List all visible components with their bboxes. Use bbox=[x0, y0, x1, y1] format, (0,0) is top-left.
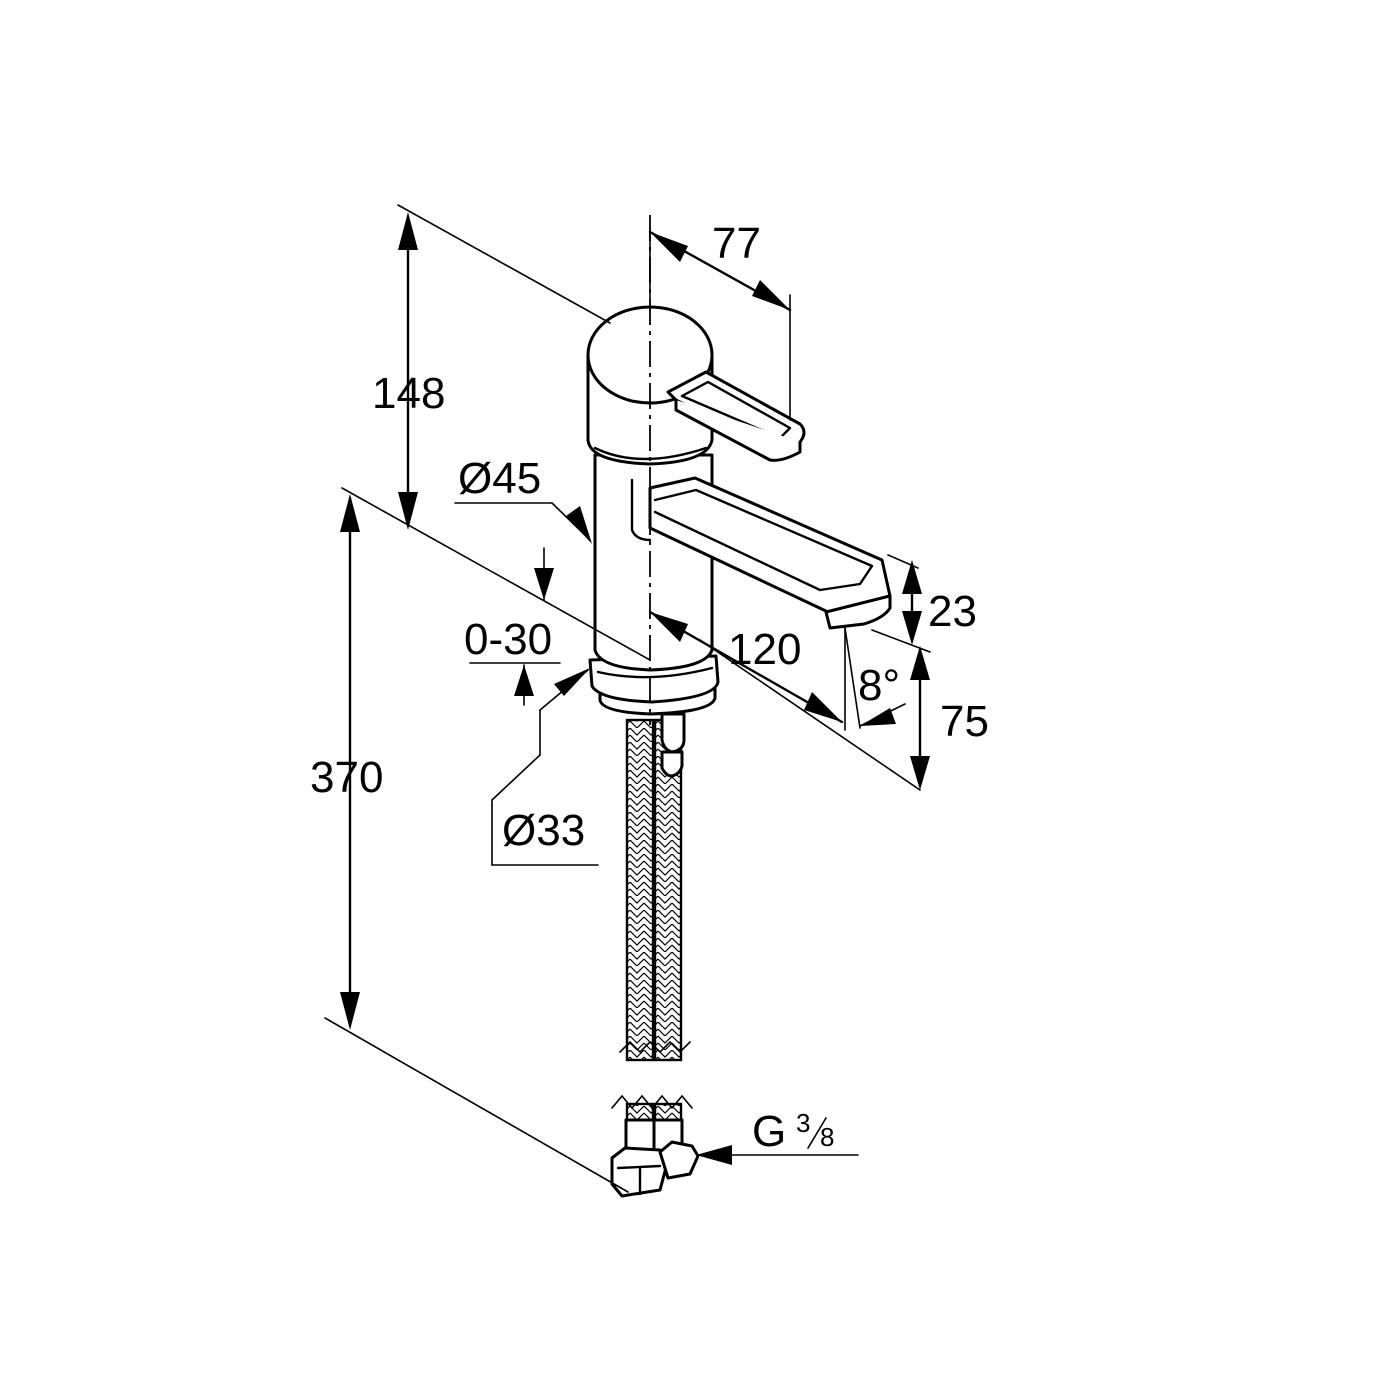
hose-fitting bbox=[610, 1118, 700, 1198]
dim-diameter-33: Ø33 bbox=[502, 806, 585, 855]
dim-deck-thickness: 0-30 bbox=[464, 615, 552, 664]
dim-thread-numerator: 3 bbox=[796, 1108, 810, 1138]
dim-148: 148 bbox=[372, 369, 445, 418]
dim-77: 77 bbox=[712, 219, 761, 268]
dim-75: 75 bbox=[940, 697, 989, 746]
spout bbox=[648, 476, 892, 630]
dim-8-degrees: 8° bbox=[858, 661, 900, 710]
dim-120: 120 bbox=[728, 625, 801, 674]
dim-thread-g: G bbox=[752, 1107, 786, 1156]
dimension-lines bbox=[324, 204, 931, 1193]
supply-hose-left bbox=[625, 718, 655, 1062]
faucet-body bbox=[586, 215, 892, 1198]
dim-thread-denominator: 8 bbox=[820, 1122, 834, 1152]
lever-handle bbox=[666, 370, 806, 462]
dim-diameter-45: Ø45 bbox=[458, 454, 541, 503]
dim-23: 23 bbox=[928, 587, 977, 636]
dim-370: 370 bbox=[310, 753, 383, 802]
